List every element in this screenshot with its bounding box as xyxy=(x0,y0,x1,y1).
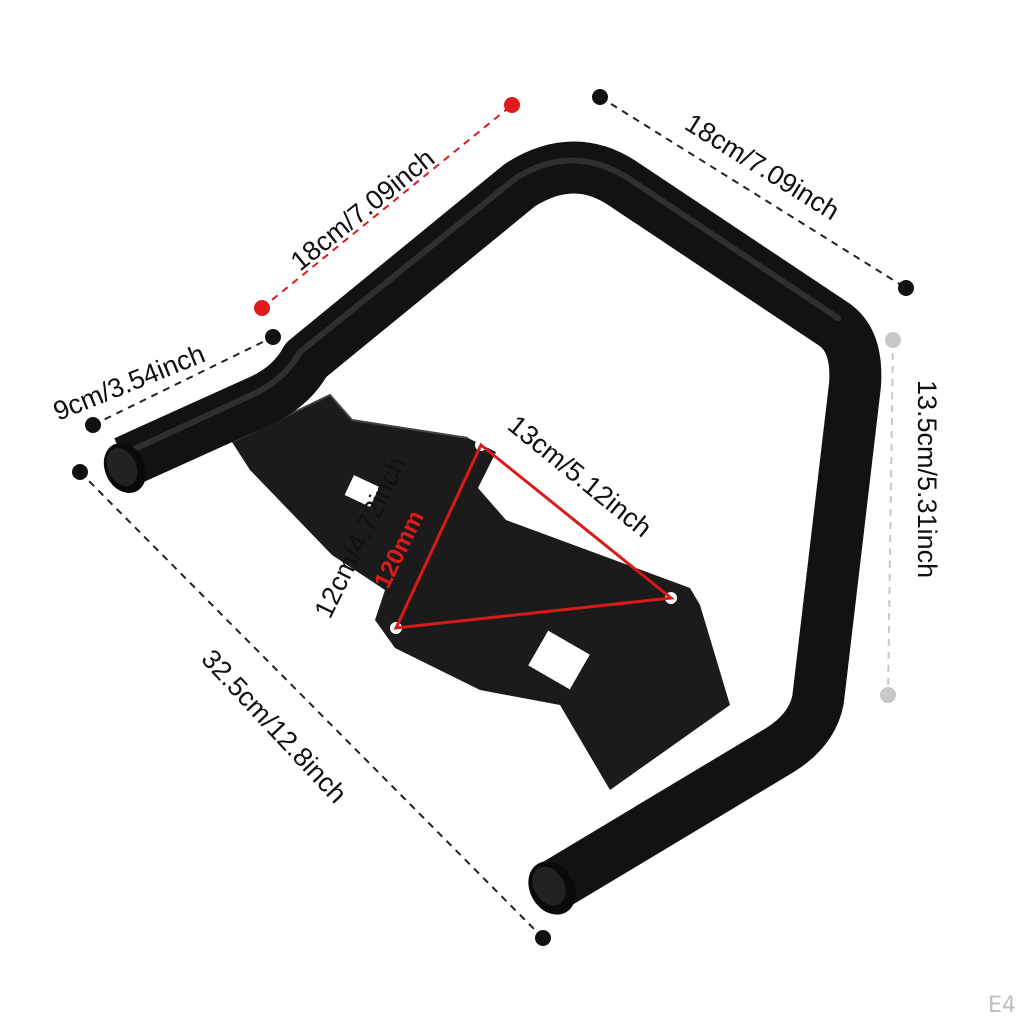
dim-dot xyxy=(85,417,101,433)
plate-cutout-1 xyxy=(344,475,380,507)
tube-highlight xyxy=(125,157,841,455)
dim-dot xyxy=(880,687,896,703)
dim-dot xyxy=(254,300,270,316)
dim-dot xyxy=(265,329,281,345)
dim-right-height: 13.5cm/5.31inch xyxy=(880,332,942,703)
dim-dot xyxy=(504,97,520,113)
watermark: E4 xyxy=(988,993,1016,1018)
dim-label-right-height: 13.5cm/5.31inch xyxy=(912,380,942,578)
tube-main xyxy=(114,141,882,908)
tube-end-left-rim xyxy=(106,447,138,487)
plate-body xyxy=(232,395,730,790)
dim-dot xyxy=(535,930,551,946)
dim-dot xyxy=(592,89,608,105)
tube-end-right-rim xyxy=(532,866,566,906)
dim-dot xyxy=(898,280,914,296)
tube-frame xyxy=(103,141,882,915)
dim-dot xyxy=(72,464,88,480)
dim-dot xyxy=(885,332,901,348)
mounting-plate xyxy=(231,393,730,790)
plate-red-triangle xyxy=(393,442,675,630)
plate-cutout-2 xyxy=(528,630,590,690)
